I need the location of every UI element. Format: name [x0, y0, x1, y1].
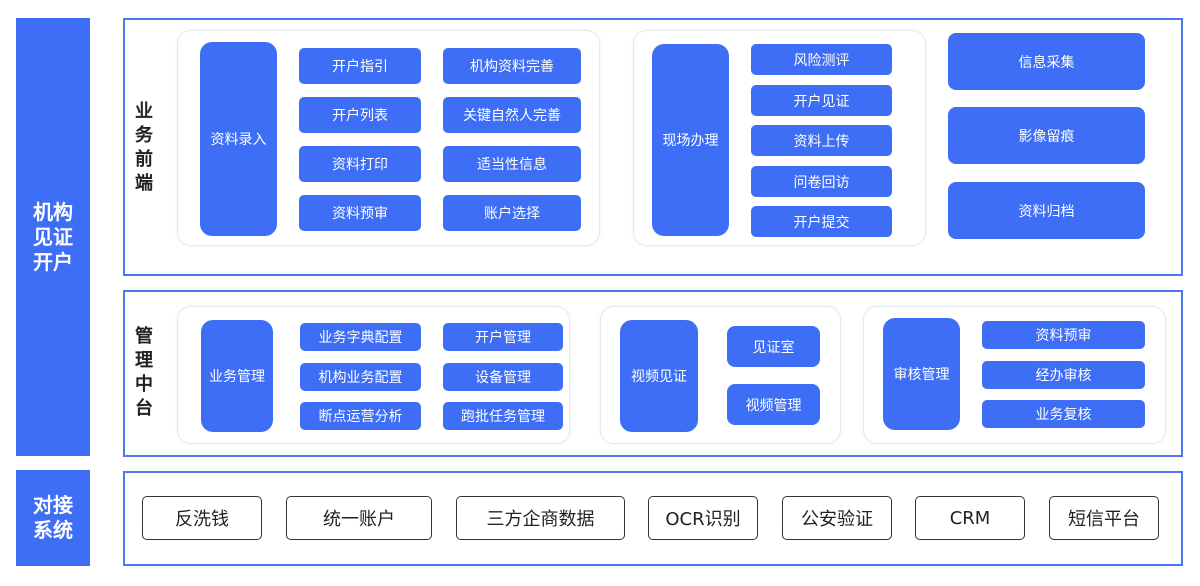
suitability-button[interactable]: 适当性信息 — [443, 146, 581, 182]
risk-test-button[interactable]: 风险测评 — [751, 44, 892, 75]
business-recheck-button[interactable]: 业务复核 — [982, 400, 1145, 428]
print-button[interactable]: 资料打印 — [299, 146, 421, 182]
third-party-data-button[interactable]: 三方企商数据 — [456, 496, 625, 540]
submit-button[interactable]: 开户提交 — [751, 206, 892, 237]
open-mgmt-button[interactable]: 开户管理 — [443, 323, 563, 351]
key-person-button[interactable]: 关键自然人完善 — [443, 97, 581, 133]
video-witness-tile[interactable]: 视频见证 — [620, 320, 698, 432]
video-mgmt-button[interactable]: 视频管理 — [727, 384, 820, 425]
dict-config-button[interactable]: 业务字典配置 — [300, 323, 421, 351]
crm-button[interactable]: CRM — [915, 496, 1025, 540]
account-select-button[interactable]: 账户选择 — [443, 195, 581, 231]
org-info-button[interactable]: 机构资料完善 — [443, 48, 581, 84]
archive-button[interactable]: 资料归档 — [948, 182, 1145, 239]
open-guide-button[interactable]: 开户指引 — [299, 48, 421, 84]
audit-mgmt-tile[interactable]: 审核管理 — [883, 318, 960, 430]
data-entry-tile[interactable]: 资料录入 — [200, 42, 277, 236]
survey-button[interactable]: 问卷回访 — [751, 166, 892, 197]
sms-platform-button[interactable]: 短信平台 — [1049, 496, 1159, 540]
breakpoint-analysis-button[interactable]: 断点运营分析 — [300, 402, 421, 430]
upload-button[interactable]: 资料上传 — [751, 125, 892, 156]
aml-button[interactable]: 反洗钱 — [142, 496, 262, 540]
unified-account-button[interactable]: 统一账户 — [286, 496, 432, 540]
open-list-button[interactable]: 开户列表 — [299, 97, 421, 133]
front-section-label: 业 务 前 端 — [135, 101, 153, 194]
police-verify-button[interactable]: 公安验证 — [782, 496, 892, 540]
ocr-button[interactable]: OCR识别 — [648, 496, 758, 540]
middle-section-label: 管 理 中 台 — [135, 326, 153, 419]
handler-review-button[interactable]: 经办审核 — [982, 361, 1145, 389]
org-config-button[interactable]: 机构业务配置 — [300, 363, 421, 391]
batch-task-button[interactable]: 跑批任务管理 — [443, 402, 563, 430]
image-trace-button[interactable]: 影像留痕 — [948, 107, 1145, 164]
sidebar-main-label: 机构 见证 开户 — [16, 18, 90, 456]
info-collect-button[interactable]: 信息采集 — [948, 33, 1145, 90]
pre-review-button[interactable]: 资料预审 — [299, 195, 421, 231]
witness-button[interactable]: 开户见证 — [751, 85, 892, 116]
device-mgmt-button[interactable]: 设备管理 — [443, 363, 563, 391]
sidebar-bottom-label: 对接 系统 — [16, 470, 90, 566]
onsite-tile[interactable]: 现场办理 — [652, 44, 729, 236]
audit-pre-review-button[interactable]: 资料预审 — [982, 321, 1145, 349]
business-mgmt-tile[interactable]: 业务管理 — [201, 320, 273, 432]
witness-room-button[interactable]: 见证室 — [727, 326, 820, 367]
